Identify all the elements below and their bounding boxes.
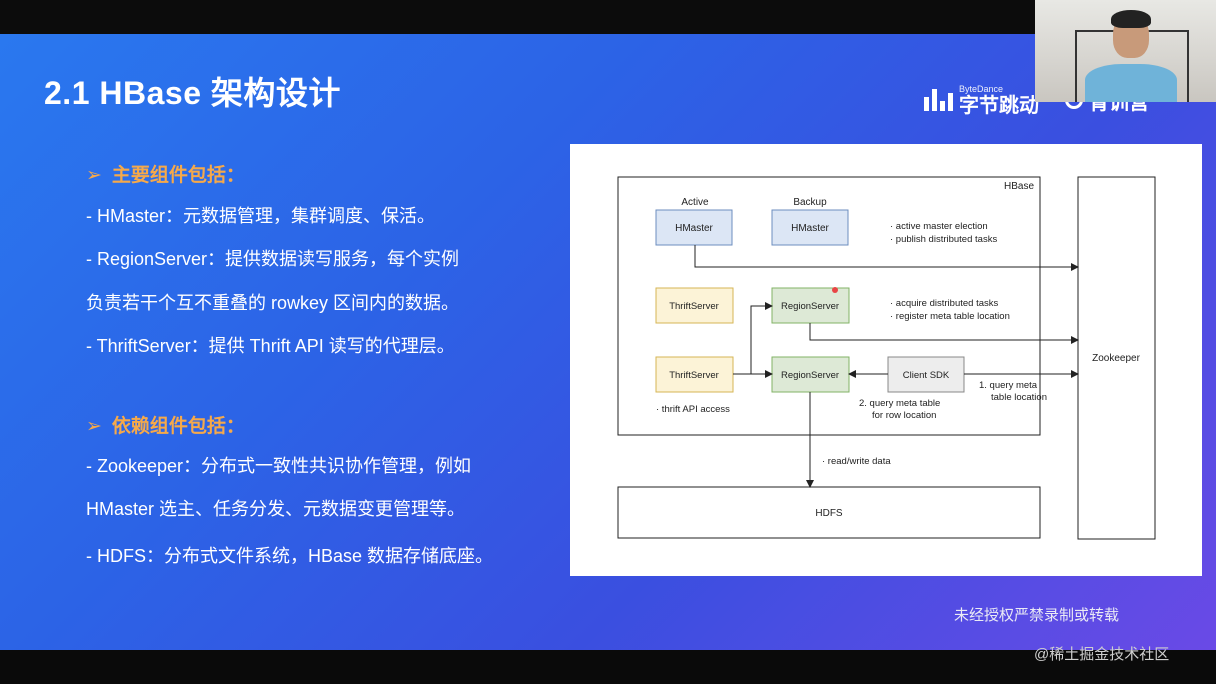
line-regionserver-cont: 负责若干个互不重叠的 rowkey 区间内的数据。 bbox=[86, 293, 460, 313]
line-thriftserver: - ThriftServer：提供 Thrift API 读写的代理层。 bbox=[86, 336, 455, 356]
note-query1-2: table location bbox=[991, 392, 1047, 403]
section-main-components: ➢主要组件包括： bbox=[86, 160, 245, 187]
section-heading: ➢依赖组件包括： bbox=[86, 416, 245, 437]
hmaster-backup-box bbox=[771, 209, 849, 246]
hbase-label: HBase bbox=[1004, 181, 1034, 192]
thriftserver-box-2 bbox=[655, 356, 734, 393]
hmaster-active-label: HMaster bbox=[675, 223, 713, 234]
hdfs-box bbox=[617, 486, 1041, 539]
zookeeper-label: Zookeeper bbox=[1092, 353, 1140, 364]
logo-small-text: ByteDance bbox=[959, 83, 1004, 94]
regionserver-label-2: RegionServer bbox=[781, 370, 839, 381]
note-rs-2: · register meta table location bbox=[890, 311, 1010, 322]
copyright-watermark: 未经授权严禁录制或转载 bbox=[954, 607, 1120, 624]
line-zookeeper-cont: HMaster 选主、任务分发、元数据变更管理等。 bbox=[86, 499, 466, 519]
thriftserver-label-2: ThriftServer bbox=[669, 370, 719, 381]
thriftserver-label-1: ThriftServer bbox=[669, 301, 719, 312]
hbase-container bbox=[617, 176, 1041, 436]
note-query2-1: 2. query meta table bbox=[859, 398, 940, 409]
thrift-rs-arrow-1 bbox=[750, 302, 773, 374]
note-master-1: · active master election bbox=[890, 221, 988, 232]
cursor-dot bbox=[832, 287, 838, 293]
section-heading: ➢主要组件包括： bbox=[86, 165, 245, 186]
architecture-diagram: HBase Zookeeper HDFS Active Backup HMast… bbox=[570, 144, 1202, 576]
slide: 2.1 HBase 架构设计 ByteDance 字节跳动 青训营 ➢主要组件包… bbox=[0, 34, 1216, 650]
note-query2-2: for row location bbox=[872, 410, 936, 421]
bytedance-bars-icon bbox=[924, 89, 953, 111]
video-top-bar bbox=[0, 0, 1216, 34]
logo-big-text: 字节跳动 bbox=[959, 94, 1039, 117]
hmaster-active-box bbox=[655, 209, 733, 246]
active-label: Active bbox=[681, 197, 709, 208]
section-dependencies: ➢依赖组件包括： bbox=[86, 411, 245, 438]
zookeeper-box bbox=[1077, 176, 1156, 540]
note-rw: · read/write data bbox=[822, 456, 891, 467]
note-thrift: · thrift API access bbox=[656, 404, 730, 415]
hdfs-label: HDFS bbox=[815, 508, 843, 519]
regionserver-box-2 bbox=[771, 356, 850, 393]
hmaster-backup-label: HMaster bbox=[791, 223, 829, 234]
line-regionserver: - RegionServer：提供数据读写服务，每个实例 bbox=[86, 249, 460, 269]
slide-title: 2.1 HBase 架构设计 bbox=[44, 75, 341, 111]
arrow-bullet-icon: ➢ bbox=[86, 416, 102, 437]
hmaster-zk-arrow bbox=[694, 245, 1079, 271]
note-rs-1: · acquire distributed tasks bbox=[890, 298, 998, 309]
rs-zk-arrow bbox=[809, 323, 1079, 344]
client-sdk-label: Client SDK bbox=[903, 370, 950, 381]
note-query1-1: 1. query meta bbox=[979, 380, 1038, 391]
architecture-diagram-svg: HBase Zookeeper HDFS Active Backup HMast… bbox=[617, 176, 1156, 540]
webcam-overlay bbox=[1035, 0, 1216, 102]
video-bottom-bar bbox=[0, 650, 1216, 684]
backup-label: Backup bbox=[793, 197, 827, 208]
arrow-bullet-icon: ➢ bbox=[86, 165, 102, 186]
line-zookeeper: - Zookeeper：分布式一致性共识协作管理，例如 bbox=[86, 456, 472, 476]
thriftserver-box-1 bbox=[655, 287, 734, 324]
line-hmaster: - HMaster：元数据管理，集群调度、保活。 bbox=[86, 206, 436, 226]
juejin-watermark: @稀土掘金技术社区 bbox=[1034, 646, 1170, 663]
note-master-2: · publish distributed tasks bbox=[890, 234, 997, 245]
regionserver-label-1: RegionServer bbox=[781, 301, 839, 312]
regionserver-box-1 bbox=[771, 287, 850, 324]
line-hdfs: - HDFS：分布式文件系统，HBase 数据存储底座。 bbox=[86, 546, 494, 566]
